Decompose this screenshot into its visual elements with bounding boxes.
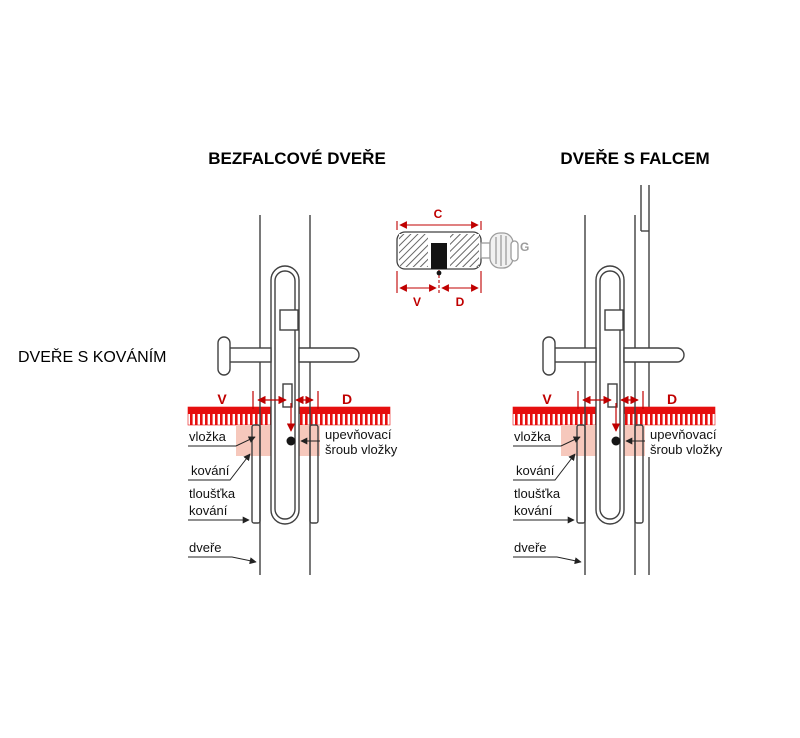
cylinder-body <box>396 231 482 270</box>
dim-v-label-right: V <box>542 391 552 407</box>
vlozka-label-left: vložka <box>189 429 227 444</box>
diagram-bezfalcove-dvere: V D vložka upevňovací šroub vložky kován… <box>188 215 404 575</box>
cylinder-dimension-lines <box>396 221 482 293</box>
upevnovaci-label-right: upevňovací <box>650 427 717 442</box>
falc-edge-lines <box>640 185 650 575</box>
diagram-dvere-s-falcem: V D vložka upevňovací šroub vložky kován… <box>513 185 729 575</box>
cylinder-c-label: C <box>434 207 443 221</box>
dim-d-label-left: D <box>342 391 352 407</box>
title-dvere-s-kovanim: DVEŘE S KOVÁNÍM <box>18 347 166 366</box>
cylinder-g-label: G <box>520 240 529 254</box>
cylinder-knob <box>480 232 519 269</box>
title-bezfalcove-dvere: BEZFALCOVÉ DVEŘE <box>208 149 386 168</box>
cylinder-screw-hole <box>436 270 442 276</box>
cylinder-d-label: D <box>456 295 465 309</box>
dvere-label-right: dveře <box>514 540 547 555</box>
vlozka-label-right: vložka <box>514 429 552 444</box>
kovani-label-right: kování <box>516 463 555 478</box>
tloustka-label-left: tloušťka <box>189 486 236 501</box>
cylinder-illustration: C V D G <box>396 207 529 309</box>
tloustka-kovani-label-left: kování <box>189 503 228 518</box>
dim-d-label-right: D <box>667 391 677 407</box>
tloustka-kovani-label-right: kování <box>514 503 553 518</box>
sroub-vlozky-label-left: šroub vložky <box>325 442 398 457</box>
dim-v-label-left: V <box>217 391 227 407</box>
upevnovaci-label-left: upevňovací <box>325 427 392 442</box>
sroub-vlozky-label-right: šroub vložky <box>650 442 723 457</box>
cylinder-cam <box>431 243 447 269</box>
cylinder-v-label: V <box>413 295 421 309</box>
title-dvere-s-falcem: DVEŘE S FALCEM <box>560 149 709 168</box>
kovani-label-left: kování <box>191 463 230 478</box>
dvere-label-left: dveře <box>189 540 222 555</box>
tloustka-label-right: tloušťka <box>514 486 561 501</box>
